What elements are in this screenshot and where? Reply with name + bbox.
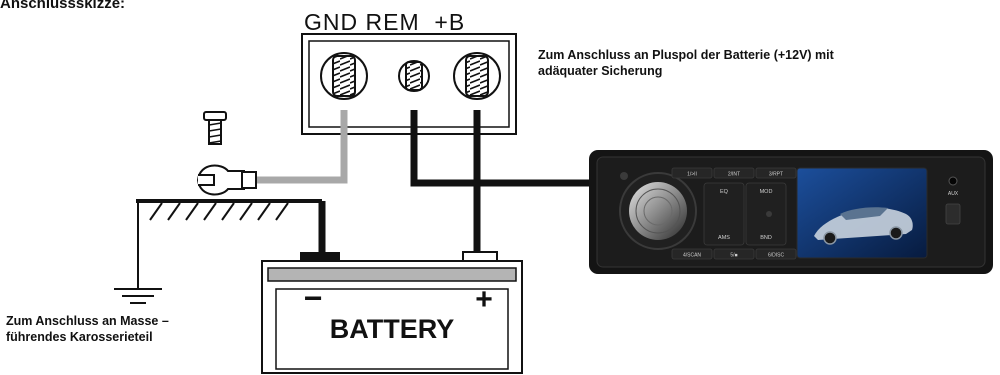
bottom-buttons: 4/SCAN 5/■ 6/DISC xyxy=(671,248,797,260)
battery: − + BATTERY xyxy=(261,251,523,374)
ground-note-line-1: Zum Anschluss an Masse – xyxy=(6,314,169,328)
power-button xyxy=(620,172,628,180)
ground-note-line-2: führendes Karosserieteil xyxy=(6,330,153,344)
rem-screw-terminal xyxy=(398,60,430,92)
btn-1-play-pause: 1/>II xyxy=(687,172,697,178)
chassis-ground xyxy=(136,199,326,289)
screw-icon xyxy=(203,111,227,145)
plus-note-line-1: Zum Anschluss an Pluspol der Batterie (+… xyxy=(538,48,834,62)
ground-note: Zum Anschluss an Masse – führendes Karos… xyxy=(6,313,246,345)
top-buttons: 1/>II 2/INT 3/RPT xyxy=(671,167,797,179)
ring-lug-icon xyxy=(196,164,257,196)
display-screen xyxy=(796,167,928,259)
terminal-labels: GND REM +B xyxy=(304,9,466,35)
terminal-block xyxy=(301,33,517,135)
rem-wire xyxy=(410,110,597,187)
eq-label: EQ xyxy=(720,189,729,195)
gnd-screw-terminal xyxy=(320,52,368,100)
battery-label: BATTERY xyxy=(330,314,455,344)
btn-2-int: 2/INT xyxy=(728,172,740,178)
aux-port xyxy=(948,176,958,186)
gnd-wire xyxy=(255,110,348,184)
ams-label: AMS xyxy=(718,235,730,241)
btn-5-stop: 5/■ xyxy=(730,253,737,259)
b-plus-screw-terminal xyxy=(453,52,501,100)
battery-plus-sign: + xyxy=(475,283,493,316)
volume-knob xyxy=(619,172,697,250)
side-controls: EQ AMS MOD BND xyxy=(703,182,787,246)
diagram-title: Anschlussskizze: xyxy=(0,0,126,12)
release-button xyxy=(945,203,961,225)
btn-6-disc: 6/DISC xyxy=(768,253,785,259)
aux-label: AUX xyxy=(948,191,959,197)
car-radio: 1/>II 2/INT 3/RPT 4/SCAN 5/■ 6/DISC EQ A… xyxy=(589,150,993,274)
bnd-label: BND xyxy=(760,235,772,241)
car-image xyxy=(814,207,913,245)
battery-minus-sign: − xyxy=(304,280,323,316)
plus-note-line-2: adäquater Sicherung xyxy=(538,64,663,78)
btn-3-rpt: 3/RPT xyxy=(769,172,783,178)
ground-symbol-icon xyxy=(114,288,162,304)
plus-pole-note: Zum Anschluss an Pluspol der Batterie (+… xyxy=(538,47,918,79)
mod-label: MOD xyxy=(760,189,773,195)
btn-4-scan: 4/SCAN xyxy=(683,253,701,259)
